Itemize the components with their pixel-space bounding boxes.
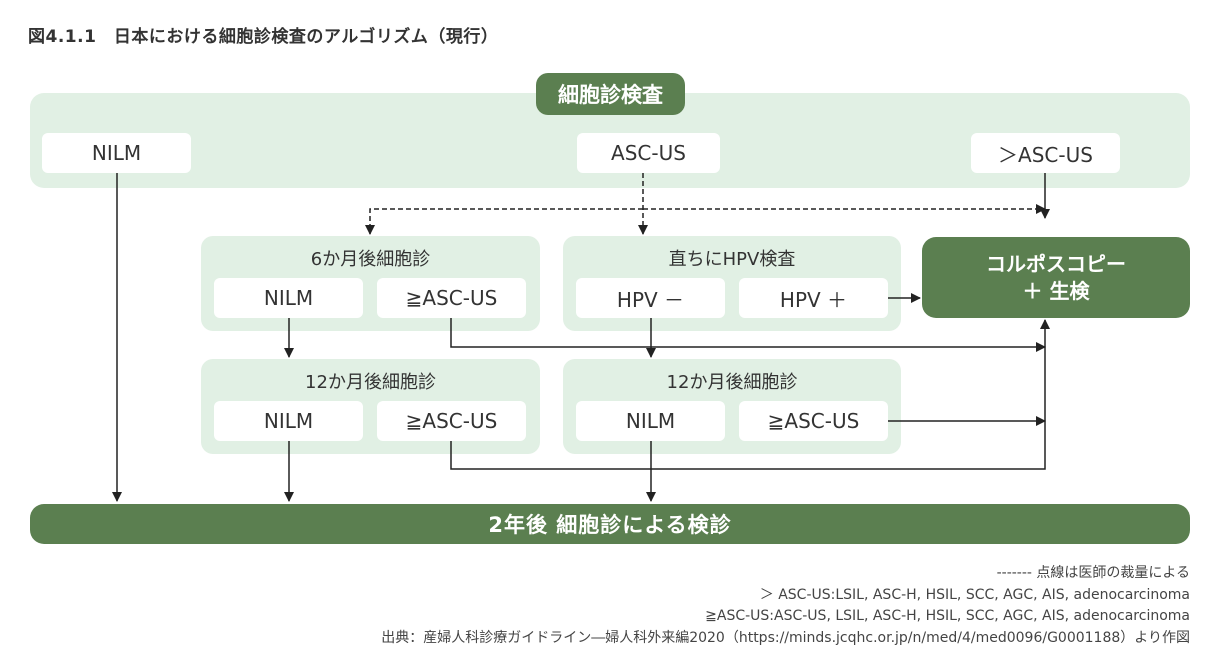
footnote-gt-ascus: ＞ ASC-US:LSIL, ASC-H, HSIL, SCC, AGC, AI… — [759, 586, 1190, 603]
panel-hpv-title: 直ちにHPV検査 — [668, 249, 796, 270]
panel-6-month-title: 6か月後細胞診 — [310, 249, 431, 270]
arrow-6m-ge-ascus-to-colposcopy — [450, 318, 1046, 352]
colposcopy-biopsy-node: コルポスコピー ＋ 生検 — [922, 237, 1190, 318]
top-gt-ascus-box: ＞ASC-US — [971, 133, 1120, 173]
footnote-dashed: ------- 点線は医師の裁量による — [996, 565, 1190, 581]
colposcopy-line1: コルポスコピー — [986, 251, 1126, 276]
panel-12-month-right-title: 12か月後細胞診 — [666, 372, 798, 393]
two-year-screening-band: 2年後 細胞診による検診 — [30, 504, 1190, 544]
cytology-test-node: 細胞診検査 — [536, 73, 685, 115]
panel-12-month-left-title: 12か月後細胞診 — [305, 372, 436, 393]
arrow-12m-left-ge-ascus-to-colposcopy — [450, 319, 1050, 470]
panel-12-month-cytology-right: 12か月後細胞診 NILM ≧ASC-US — [563, 359, 901, 454]
hpv-positive-box: HPV ＋ — [739, 278, 888, 318]
hpv-negative-box: HPV － — [576, 278, 725, 318]
panel-6-month-ge-ascus-box: ≧ASC-US — [377, 278, 526, 318]
panel-12-month-cytology-left: 12か月後細胞診 NILM ≧ASC-US — [201, 359, 540, 454]
panel-12-month-left-ge-ascus-box: ≧ASC-US — [377, 401, 526, 441]
figure-title: 図4.1.1 日本における細胞診検査のアルゴリズム（現行） — [28, 27, 499, 47]
panel-6-month-cytology: 6か月後細胞診 NILM ≧ASC-US — [201, 236, 540, 331]
footnote-source: 出典：産婦人科診療ガイドライン―婦人科外来編2020（https://minds… — [381, 629, 1190, 646]
panel-6-month-nilm-box: NILM — [214, 278, 363, 318]
top-nilm-box: NILM — [42, 133, 191, 173]
arrow-ascus-to-6month — [365, 208, 643, 235]
panel-12-month-right-nilm-box: NILM — [576, 401, 725, 441]
footnote-ge-ascus: ≧ASC-US:ASC-US, LSIL, ASC-H, HSIL, SCC, … — [705, 608, 1190, 624]
top-ascus-box: ASC-US — [577, 133, 720, 173]
panel-12-month-left-nilm-box: NILM — [214, 401, 363, 441]
panel-hpv-test: 直ちにHPV検査 HPV － HPV ＋ — [563, 236, 901, 331]
footnotes: ------- 点線は医師の裁量による ＞ ASC-US:LSIL, ASC-H… — [381, 563, 1190, 649]
panel-12-month-right-ge-ascus-box: ≧ASC-US — [739, 401, 888, 441]
colposcopy-line2: ＋ 生検 — [1022, 278, 1090, 303]
